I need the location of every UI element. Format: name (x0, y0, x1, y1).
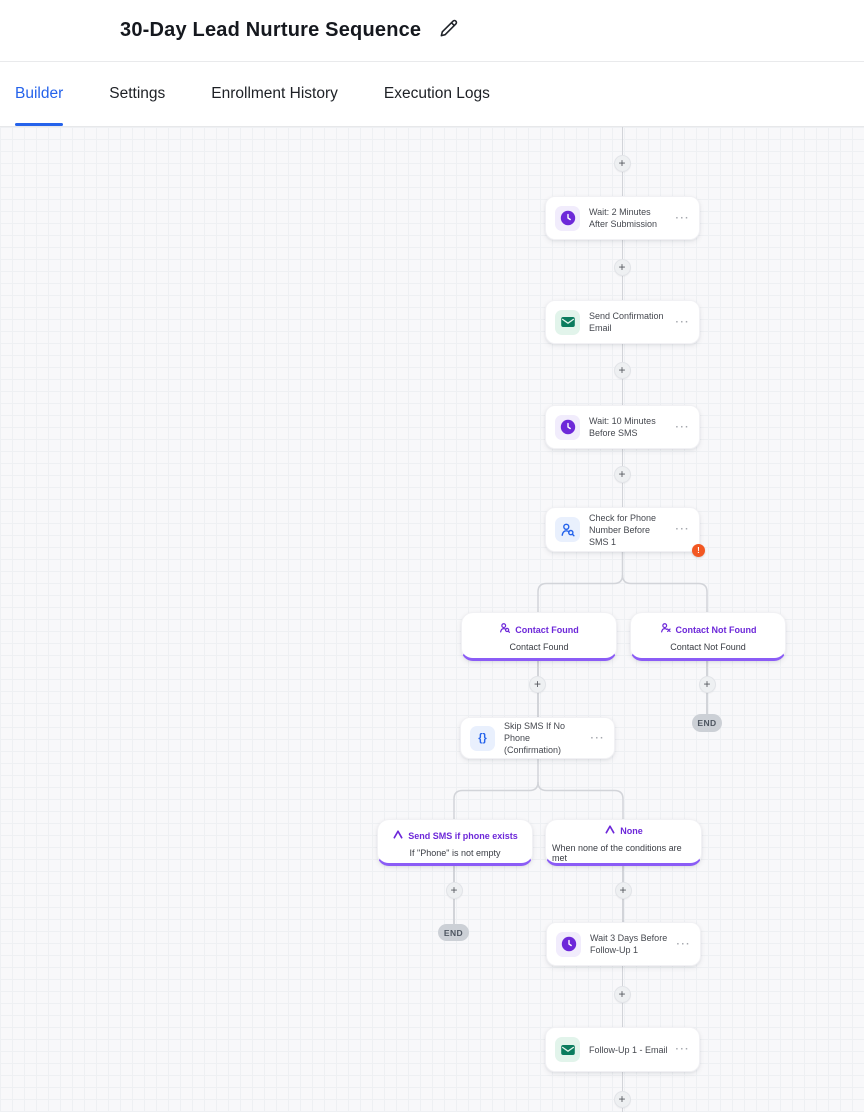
person-x-icon (660, 621, 672, 639)
person-search-icon (499, 621, 511, 639)
tab-enrollment-history[interactable]: Enrollment History (211, 85, 338, 102)
clock-icon (555, 414, 580, 440)
clock-icon (555, 205, 580, 231)
add-step-button[interactable]: + (613, 985, 631, 1003)
tab-bar: Builder Settings Enrollment History Exec… (0, 62, 864, 127)
tab-execution-logs[interactable]: Execution Logs (383, 85, 490, 102)
node-menu-button[interactable]: ··· (675, 421, 690, 433)
node-menu-button[interactable]: ··· (675, 524, 690, 535)
add-step-button[interactable]: + (529, 676, 546, 693)
branch-subtitle: When none of the conditions are met (552, 843, 682, 863)
node-title: Wait: 2 Minutes After Submission (589, 207, 658, 229)
branch-contact-not-found[interactable]: Contact Not Found Contact Not Found (630, 612, 786, 661)
branch-subtitle: If "Phone" is not empty (409, 848, 501, 858)
node-menu-button[interactable]: ··· (675, 212, 690, 224)
node-title: Skip SMS If No Phone (Confirmation) (504, 721, 566, 755)
branch-subtitle: Contact Found (509, 642, 569, 652)
add-step-button[interactable]: + (613, 362, 631, 379)
workflow-canvas[interactable]: + + + + + + + + + + END END Wait: 2 Minu… (0, 127, 864, 1112)
branch-label: None (620, 826, 643, 836)
edit-title-button[interactable] (435, 18, 461, 44)
node-title: Wait: 10 Minutes Before SMS (589, 416, 656, 438)
page-title: 30-Day Lead Nurture Sequence (120, 19, 422, 41)
add-step-button[interactable]: + (613, 465, 631, 483)
node-followup-email[interactable]: Follow-Up 1 - Email ··· (545, 1027, 700, 1072)
page-header: 30-Day Lead Nurture Sequence (0, 0, 864, 62)
branch-split-icon (604, 822, 616, 840)
braces-icon: {} (470, 725, 495, 751)
node-wait-after-submission[interactable]: Wait: 2 Minutes After Submission ··· (545, 196, 700, 240)
branch-split-connector (537, 552, 708, 612)
branch-label: Contact Not Found (675, 625, 757, 635)
branch-contact-found[interactable]: Contact Found Contact Found (461, 612, 617, 661)
node-menu-button[interactable]: ··· (676, 938, 691, 950)
branch-label: Contact Found (515, 625, 579, 635)
node-menu-button[interactable]: ··· (590, 732, 605, 744)
add-step-button[interactable]: + (613, 1090, 631, 1108)
pencil-icon (438, 18, 459, 44)
node-check-phone-number[interactable]: Check for Phone Number Before SMS 1 ··· (545, 507, 700, 552)
branch-none[interactable]: None When none of the conditions are met (545, 819, 702, 866)
tab-settings[interactable]: Settings (109, 85, 166, 102)
add-step-button[interactable]: + (698, 676, 716, 693)
add-step-button[interactable]: + (445, 881, 463, 899)
person-search-icon (555, 517, 580, 542)
node-title: Follow-Up 1 - Email (589, 1044, 668, 1055)
add-step-button[interactable]: + (613, 258, 631, 276)
branch-send-sms-if-phone[interactable]: Send SMS if phone exists If "Phone" is n… (377, 819, 533, 866)
node-skip-sms[interactable]: {} Skip SMS If No Phone (Confirmation) ·… (460, 717, 615, 759)
node-title: Check for Phone Number Before SMS 1 (589, 512, 657, 547)
email-icon (555, 309, 580, 335)
warning-badge[interactable]: ! (692, 544, 705, 557)
end-marker: END (692, 714, 722, 732)
branch-split-icon (392, 827, 404, 845)
node-wait-before-followup[interactable]: Wait 3 Days Before Follow-Up 1 ··· (546, 922, 701, 966)
node-wait-before-sms[interactable]: Wait: 10 Minutes Before SMS ··· (545, 405, 700, 449)
node-menu-button[interactable]: ··· (675, 1044, 690, 1055)
node-title: Wait 3 Days Before Follow-Up 1 (590, 933, 668, 955)
tab-builder[interactable]: Builder (15, 62, 64, 126)
node-send-confirmation-email[interactable]: Send Confirmation Email ··· (545, 300, 700, 344)
branch-split-connector (453, 759, 624, 819)
branch-subtitle: Contact Not Found (670, 642, 746, 652)
email-icon (555, 1037, 580, 1062)
end-marker: END (438, 924, 469, 941)
add-step-button[interactable]: + (614, 881, 632, 899)
add-step-button[interactable]: + (613, 154, 631, 172)
node-menu-button[interactable]: ··· (675, 316, 690, 328)
clock-icon (556, 931, 581, 957)
node-title: Send Confirmation Email (589, 311, 664, 333)
branch-label: Send SMS if phone exists (408, 831, 518, 841)
